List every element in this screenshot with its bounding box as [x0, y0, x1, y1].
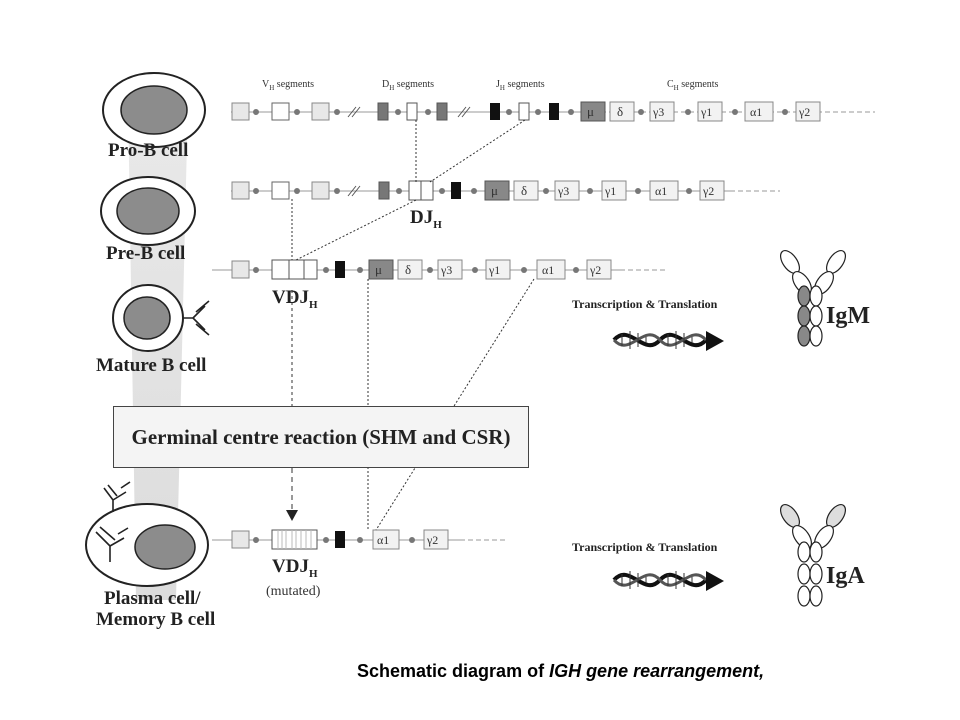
mu-gene-label: μ — [587, 104, 594, 119]
transcription-translation-label: Transcription & Translation — [572, 297, 718, 311]
plasma-cell-icon — [85, 481, 209, 587]
igm-antibody-icon — [779, 250, 847, 347]
dj-locus — [231, 180, 780, 201]
mature-b-cell-icon — [112, 284, 210, 352]
mature-b-cell-label: Mature B cell — [96, 355, 207, 376]
dna-helix-icon — [612, 571, 724, 591]
germline-locus — [231, 101, 875, 122]
germinal-centre-label: Germinal centre reaction (SHM and CSR) — [131, 424, 511, 449]
vh-segments-header: VH segments — [262, 79, 315, 92]
iga-antibody-icon — [779, 504, 847, 607]
vdj-mutated-label: VDJH — [272, 556, 318, 580]
igm-label: IgM — [826, 303, 870, 329]
pro-b-cell-icon — [102, 72, 206, 148]
rearrangement-connectors — [286, 119, 535, 531]
alpha1-gene-label: α1 — [750, 105, 763, 119]
gamma3-gene-label: γ3 — [653, 105, 665, 119]
gamma2-gene-label: γ2 — [427, 533, 439, 547]
alpha1-gene-label: α1 — [377, 533, 390, 547]
delta-gene-label: δ — [405, 262, 412, 277]
dna-helix-icon — [612, 331, 724, 351]
gamma1-gene-label: γ1 — [701, 105, 713, 119]
dj-label: DJH — [410, 207, 442, 231]
gamma1-gene-label: γ1 — [605, 184, 617, 198]
dh-segments-header: DH segments — [382, 79, 435, 92]
pre-b-cell-icon — [100, 176, 196, 246]
transcription-translation-label: Transcription & Translation — [572, 540, 718, 554]
iga-label: IgA — [826, 563, 865, 589]
pro-b-cell-label: Pro-B cell — [108, 140, 189, 161]
alpha1-gene-label: α1 — [542, 263, 555, 277]
vdj-locus — [212, 259, 665, 280]
plasma-cell-label: Plasma cell/ — [104, 588, 201, 609]
memory-b-cell-label: Memory B cell — [96, 609, 216, 630]
jh-segments-header: JH segments — [496, 79, 545, 92]
vdj-label: VDJH — [272, 287, 318, 311]
class-switched-locus — [212, 529, 505, 550]
gamma3-gene-label: γ3 — [441, 263, 453, 277]
delta-gene-label: δ — [521, 183, 528, 198]
mu-gene-label: μ — [491, 183, 498, 198]
gamma3-gene-label: γ3 — [558, 184, 570, 198]
mutated-note: (mutated) — [266, 584, 321, 599]
gamma2-gene-label: γ2 — [590, 263, 602, 277]
delta-gene-label: δ — [617, 104, 624, 119]
gamma2-gene-label: γ2 — [703, 184, 715, 198]
gamma2-gene-label: γ2 — [799, 105, 811, 119]
ch-segments-header: CH segments — [667, 79, 719, 92]
alpha1-gene-label: α1 — [655, 184, 668, 198]
figure-caption: Schematic diagram of IGH gene rearrangem… — [357, 661, 765, 681]
gamma1-gene-label: γ1 — [489, 263, 501, 277]
germinal-centre-box: Germinal centre reaction (SHM and CSR) — [113, 406, 529, 468]
pre-b-cell-label: Pre-B cell — [106, 243, 186, 264]
mu-gene-label: μ — [375, 262, 382, 277]
